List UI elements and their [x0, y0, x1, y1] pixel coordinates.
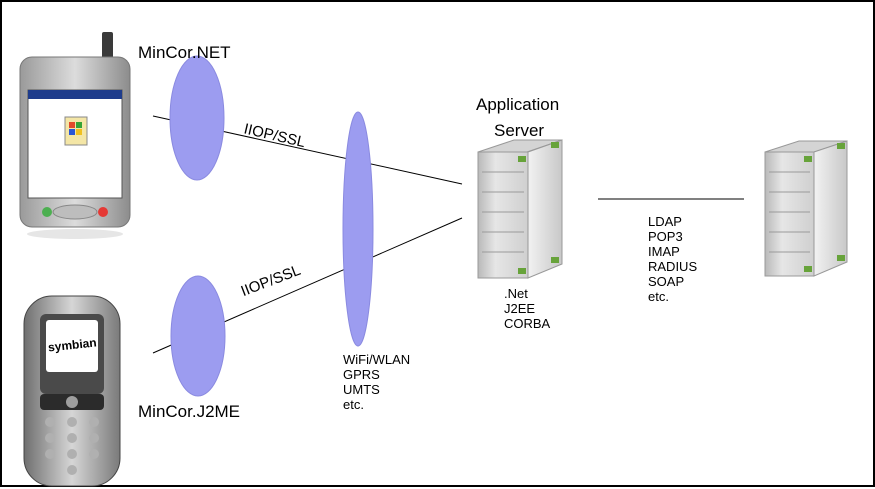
app-server-title-line2: Server — [494, 121, 545, 140]
client-top-name: MinCor.NET — [138, 43, 231, 62]
client-bottom-name: MinCor.J2ME — [138, 402, 241, 421]
protocol-item: RADIUS — [648, 259, 698, 274]
network-item: WiFi/WLAN — [343, 352, 411, 367]
network-item: UMTS — [343, 382, 380, 397]
network-item: etc. — [343, 397, 364, 412]
backend-protocols: LDAP POP3 IMAP RADIUS SOAP etc. — [648, 214, 697, 304]
protocol-item: POP3 — [648, 229, 683, 244]
network-types: WiFi/WLAN GPRS UMTS etc. — [343, 352, 410, 412]
network-item: GPRS — [343, 367, 380, 382]
app-server-title-line1: Application — [476, 95, 560, 114]
mobile-phone-icon — [23, 295, 121, 487]
protocol-item: etc. — [648, 289, 669, 304]
protocol-item: IMAP — [648, 244, 680, 259]
protocol-item: SOAP — [648, 274, 685, 289]
client-bottom-ellipse — [170, 275, 226, 397]
platform-item: .Net — [504, 286, 528, 301]
tower-server-icon — [477, 139, 563, 279]
protocol-item: LDAP — [648, 214, 682, 229]
platform-item: J2EE — [504, 301, 536, 316]
platform-item: CORBA — [504, 316, 551, 331]
wireless-network-ellipse — [342, 111, 374, 347]
client-top-ellipse — [169, 55, 225, 181]
pda-device-icon — [19, 32, 131, 239]
app-server-platforms: .Net J2EE CORBA — [504, 286, 550, 331]
tower-server-icon — [764, 140, 848, 277]
